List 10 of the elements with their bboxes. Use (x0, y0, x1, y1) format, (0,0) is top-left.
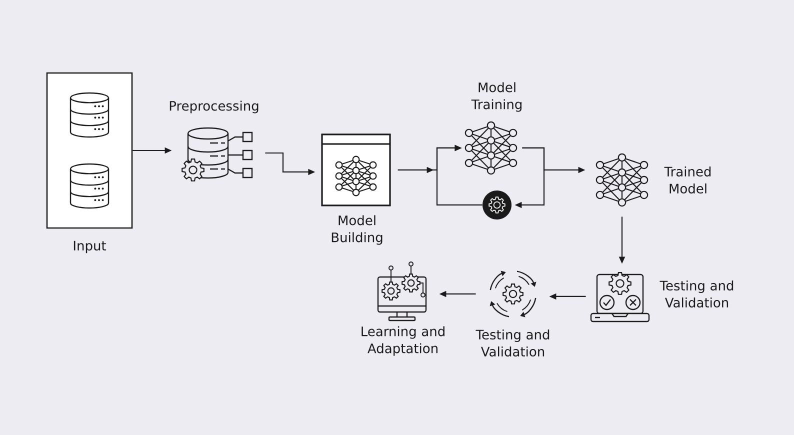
step-label: Testing and Validation (476, 329, 550, 357)
gear-icon (482, 190, 512, 220)
step-label: Preprocessing (170, 100, 258, 114)
step-label: Trained Model (664, 166, 711, 194)
step-label: Model Building (332, 215, 382, 245)
step-label: Testing and Validation (660, 280, 734, 308)
step-label: Learning and Adaptation (362, 326, 444, 356)
step-label: Input (74, 240, 106, 254)
arrow (436, 144, 482, 206)
step-label: Model Training (471, 82, 522, 112)
